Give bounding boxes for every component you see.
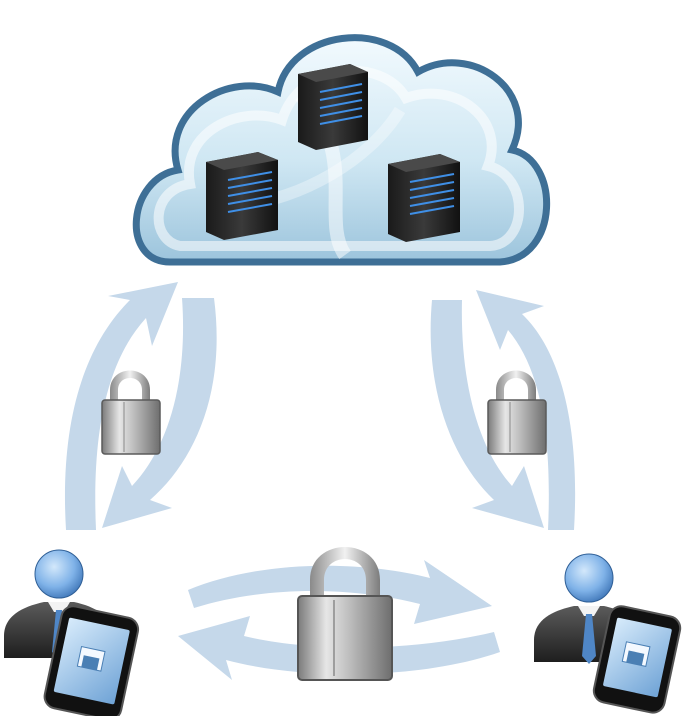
padlock-icon [487,370,547,455]
server-icon [298,64,368,150]
padlock-icon [101,370,161,455]
bidirectional-arrow-right [430,290,576,530]
bidirectional-arrow-left [64,282,217,530]
server-icon [206,152,278,240]
server-icon [388,154,460,242]
smartphone-icon [43,605,140,716]
padlock-icon [297,547,393,681]
smartphone-icon [592,605,682,714]
